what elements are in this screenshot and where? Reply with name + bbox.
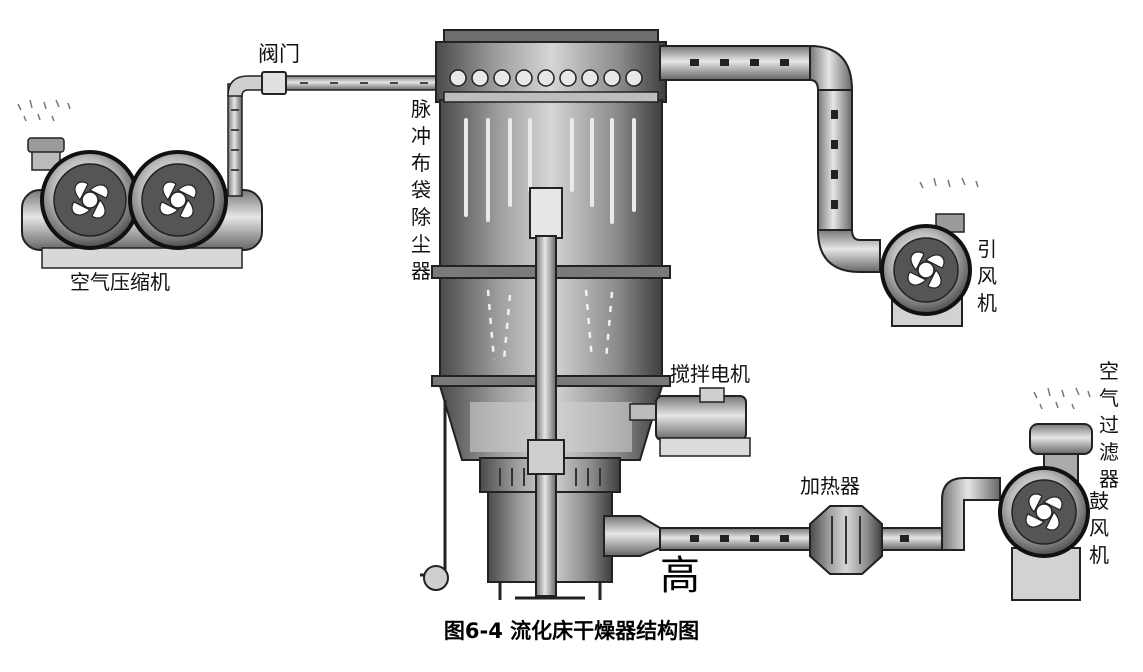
blower-label: 鼓风机 xyxy=(1089,489,1109,567)
heater-label: 加热器 xyxy=(800,474,860,498)
valve-icon xyxy=(261,71,287,95)
caster-wheel-icon xyxy=(423,565,449,591)
induced-draft-fan-label: 引风机 xyxy=(977,237,997,315)
stray-character: 高 xyxy=(660,553,700,599)
pulse-bag-filter-label: 脉冲布袋除尘器 xyxy=(411,97,431,283)
figure-caption: 图6-4 流化床干燥器结构图 xyxy=(443,619,700,643)
induced-fan-wheel-icon xyxy=(880,224,972,316)
air-compressor xyxy=(17,99,263,269)
filter-bags xyxy=(464,118,636,224)
air-filter-label: 空气过滤器 xyxy=(1099,359,1119,491)
exhaust-pipe xyxy=(659,44,881,273)
valve-label: 阀门 xyxy=(258,42,300,66)
blower-wheel-icon xyxy=(998,466,1090,558)
compressor-wheel-left-icon xyxy=(40,150,140,250)
induced-draft-fan xyxy=(880,177,979,327)
air-compressor-label: 空气压缩机 xyxy=(70,270,170,294)
agitator-motor-label: 搅拌电机 xyxy=(670,362,750,386)
compressor-wheel-right-icon xyxy=(128,150,228,250)
exhaust-lines-icon xyxy=(17,99,71,122)
compressed-air-pipe xyxy=(227,71,447,197)
heater-icon xyxy=(809,505,883,575)
hot-air-pipe xyxy=(603,477,1001,575)
pulse-nozzles xyxy=(449,69,643,87)
air-filter-icon xyxy=(1029,423,1093,455)
blower-assembly xyxy=(998,387,1093,601)
dryer-column xyxy=(420,29,671,600)
agitator-motor xyxy=(629,387,751,457)
